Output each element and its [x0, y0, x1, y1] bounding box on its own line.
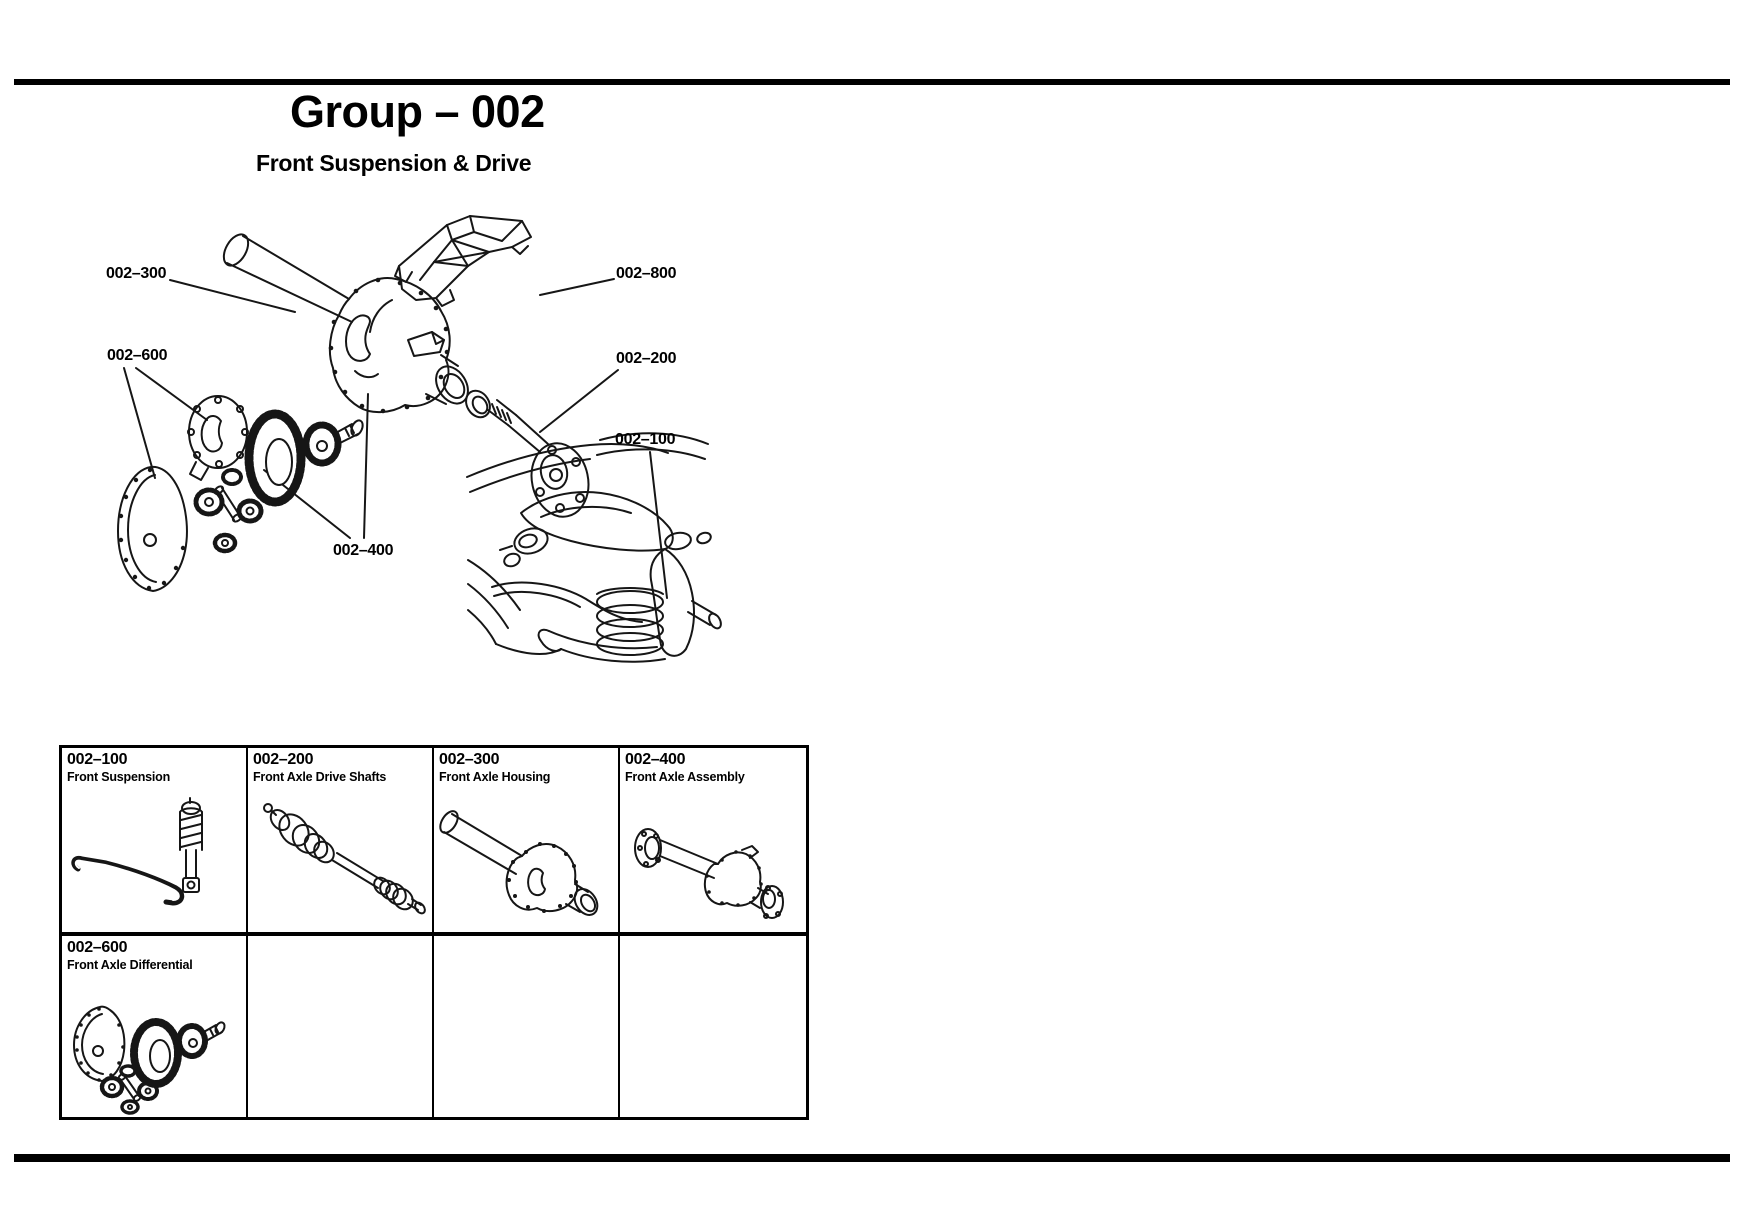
bottom-divider — [14, 1154, 1730, 1162]
differential-parts-drawing — [117, 395, 364, 592]
front-suspension-thumbnail — [71, 797, 203, 906]
section-index-table: 002–100 Front Suspension 002–200 — [59, 745, 809, 1120]
callout-002-600[interactable]: 002–600 — [107, 347, 168, 364]
cell-name: Front Axle Housing — [439, 770, 551, 785]
page-subtitle: Front Suspension & Drive — [256, 150, 532, 176]
cell-code: 002–200 — [253, 751, 314, 768]
axle-housing-thumbnail — [439, 810, 599, 916]
callout-002-400[interactable]: 002–400 — [333, 542, 394, 559]
cell-name: Front Axle Assembly — [625, 770, 745, 785]
suspension-drawing — [466, 432, 722, 663]
index-cell-empty-2 — [434, 936, 620, 1117]
top-divider — [14, 79, 1730, 85]
crossmember-drawing — [394, 215, 532, 307]
index-cell-002-100[interactable]: 002–100 Front Suspension — [62, 748, 248, 936]
axle-assembly-thumbnail — [634, 828, 784, 919]
cell-code: 002–300 — [439, 751, 500, 768]
leader-lines — [123, 278, 668, 599]
index-cell-002-600[interactable]: 002–600 Front Axle Differential — [62, 936, 248, 1117]
callout-002-800[interactable]: 002–800 — [616, 265, 677, 282]
index-cell-empty-1 — [248, 936, 434, 1117]
callout-002-100[interactable]: 002–100 — [615, 431, 676, 448]
index-cell-002-300[interactable]: 002–300 Front Axle Housing — [434, 748, 620, 936]
index-cell-002-400[interactable]: 002–400 Front Axle Assembly — [620, 748, 806, 936]
index-cell-empty-3 — [620, 936, 806, 1117]
callout-002-200[interactable]: 002–200 — [616, 350, 677, 367]
cell-name: Front Axle Drive Shafts — [253, 770, 387, 785]
differential-thumbnail — [73, 1005, 226, 1115]
drive-shaft-thumbnail — [263, 803, 426, 915]
callout-002-300[interactable]: 002–300 — [106, 265, 167, 282]
cell-code: 002–600 — [67, 939, 128, 956]
cell-name: Front Axle Differential — [67, 958, 193, 973]
page-title: Group – 002 — [290, 86, 545, 137]
cell-name: Front Suspension — [67, 770, 171, 785]
index-cell-002-200[interactable]: 002–200 Front Axle Drive Shafts — [248, 748, 434, 936]
cell-code: 002–400 — [625, 751, 686, 768]
cell-code: 002–100 — [67, 751, 128, 768]
front-axle-housing-drawing — [222, 233, 491, 419]
